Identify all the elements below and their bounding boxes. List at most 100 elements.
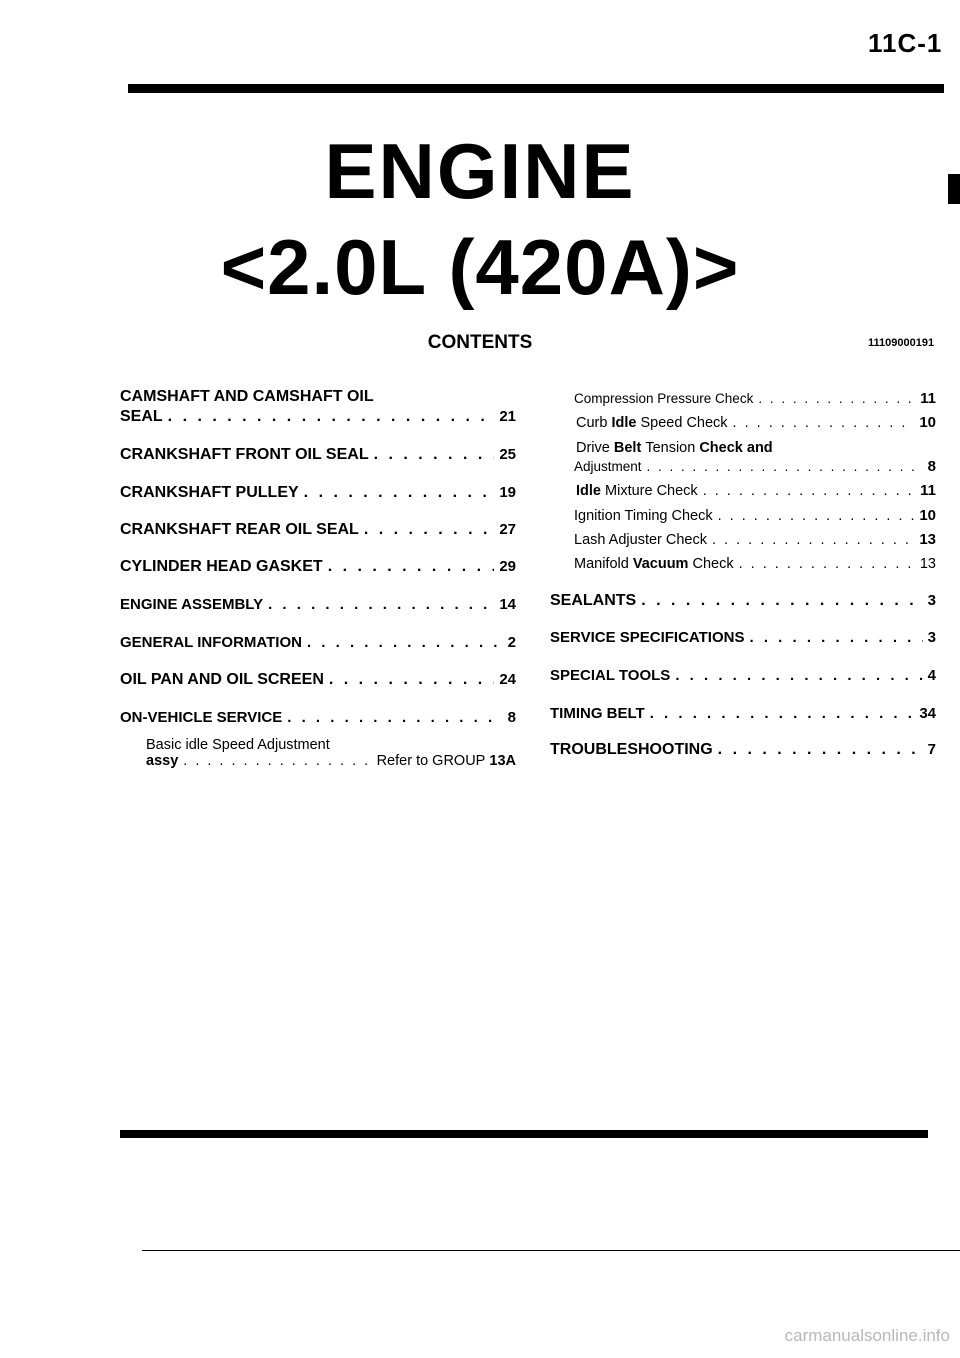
- toc-label-emphasis: Vacuum: [632, 556, 689, 572]
- page-number: 11C-1: [868, 28, 943, 58]
- toc-label: SEALANTS: [550, 592, 637, 609]
- toc-entry-oil-pan-and-oil-screen[interactable]: OIL PAN AND OIL SCREEN 24: [120, 671, 516, 689]
- toc-subentry-ignition-timing-check[interactable]: Ignition Timing Check 10: [574, 507, 936, 524]
- toc-label-emphasis: Belt: [613, 440, 642, 456]
- toc-page-number: 13: [919, 531, 936, 548]
- leader-dots: [703, 483, 915, 499]
- leader-dots: [287, 709, 502, 726]
- leader-dots: [307, 634, 503, 651]
- toc-subentry-drive-belt-title: Drive Belt Tension Check and: [576, 440, 936, 456]
- toc-entry-service-specifications[interactable]: SERVICE SPECIFICATIONS 3: [550, 629, 936, 646]
- toc-subentry-compression-pressure-check[interactable]: Compression Pressure Check 11: [574, 390, 936, 407]
- toc-page-number: 25: [499, 446, 516, 463]
- toc-page-number: 29: [499, 558, 516, 575]
- toc-label: Manifold: [574, 556, 629, 572]
- toc-label: CRANKSHAFT FRONT OIL SEAL: [120, 446, 369, 463]
- leader-dots: [268, 596, 494, 613]
- toc-page-number: 21: [499, 408, 516, 425]
- toc-label: ON-VEHICLE SERVICE: [120, 709, 283, 726]
- toc-page-number: 3: [927, 592, 936, 609]
- toc-label: SPECIAL TOOLS: [550, 667, 671, 684]
- toc-label: Lash Adjuster Check: [574, 532, 707, 548]
- contents-heading: CONTENTS: [427, 332, 533, 353]
- toc-label: TROUBLESHOOTING: [550, 741, 713, 758]
- toc-subentry-lash-adjuster-check[interactable]: Lash Adjuster Check 13: [574, 531, 936, 548]
- toc-entry-camshaft[interactable]: SEAL 21: [120, 408, 516, 426]
- leader-dots: [733, 415, 915, 431]
- toc-entry-engine-assembly[interactable]: ENGINE ASSEMBLY14: [120, 596, 516, 613]
- bottom-rule: [120, 1130, 928, 1138]
- toc-entry-on-vehicle-service[interactable]: ON-VEHICLE SERVICE 8: [120, 709, 516, 726]
- toc-page-number: 10: [919, 414, 936, 431]
- toc-page-number: 8: [507, 709, 516, 726]
- leader-dots: [364, 521, 494, 539]
- toc-label: SEAL: [120, 408, 163, 425]
- toc-label: CYLINDER HEAD GASKET: [120, 558, 323, 575]
- leader-dots: [328, 558, 495, 576]
- toc-label: Adjustment: [574, 459, 642, 474]
- toc-label: GENERAL INFORMATION: [120, 634, 302, 651]
- document-title: ENGINE: [324, 127, 636, 215]
- leader-dots: [168, 408, 495, 426]
- toc-label: Compression Pressure Check: [574, 391, 754, 406]
- toc-label: CRANKSHAFT PULLEY: [120, 484, 299, 501]
- toc-label: CRANKSHAFT REAR OIL SEAL: [120, 521, 359, 538]
- toc-entry-special-tools[interactable]: SPECIAL TOOLS 4: [550, 667, 936, 684]
- leader-dots: [650, 705, 915, 722]
- leader-dots: [718, 741, 923, 759]
- toc-page-number: 2: [507, 634, 516, 651]
- toc-subentry-manifold-vacuum-check[interactable]: Manifold Vacuum Check13: [574, 556, 936, 572]
- toc-label-rest: Tension: [645, 440, 696, 456]
- toc-subentry-idle-mixture-check[interactable]: Idle Mixture Check11: [576, 482, 936, 499]
- toc-page-number: 11: [920, 482, 936, 499]
- toc-label-emphasis: Idle: [611, 415, 637, 431]
- toc-page-number: 10: [919, 507, 936, 524]
- toc-entry-timing-belt[interactable]: TIMING BELT 34: [550, 705, 936, 722]
- toc-label-emphasis: Idle: [576, 483, 601, 499]
- watermark: carmanualsonline.info: [784, 1326, 950, 1345]
- toc-label: Ignition Timing Check: [574, 508, 713, 524]
- toc-label-rest: Check: [692, 556, 734, 572]
- toc-page-number: 11: [920, 390, 936, 407]
- toc-page-number: 4: [927, 667, 936, 684]
- toc-label: Drive: [576, 440, 610, 456]
- footer-rule: [142, 1250, 960, 1251]
- toc-page-number: 8: [927, 458, 936, 475]
- leader-dots: [304, 484, 495, 502]
- toc-subentry-drive-belt-adjustment[interactable]: Adjustment 8: [574, 458, 936, 475]
- toc-label: OIL PAN AND OIL SCREEN: [120, 671, 324, 688]
- toc-label: TIMING BELT: [550, 705, 645, 722]
- toc-page-number: 3: [927, 629, 936, 646]
- toc-label-rest: Speed Check: [640, 415, 728, 431]
- leader-dots: [712, 532, 914, 548]
- toc-page-number: 27: [499, 521, 516, 538]
- toc-reference: Refer to GROUP: [376, 753, 486, 769]
- toc-entry-troubleshooting[interactable]: TROUBLESHOOTING7: [550, 741, 936, 759]
- toc-subentry-basic-idle-title: Basic idle Speed Adjustment: [146, 737, 330, 753]
- leader-dots: [718, 508, 915, 524]
- toc-entry-sealants[interactable]: SEALANTS 3: [550, 592, 936, 610]
- leader-dots: [749, 629, 922, 646]
- toc-entry-cylinder-head-gasket[interactable]: CYLINDER HEAD GASKET 29: [120, 558, 516, 576]
- toc-reference-group: 13A: [489, 753, 516, 769]
- leader-dots: [374, 446, 495, 464]
- toc-entry-general-information[interactable]: GENERAL INFORMATION 2: [120, 634, 516, 651]
- toc-subentry-curb-idle-speed-check[interactable]: Curb Idle Speed Check10: [576, 414, 936, 431]
- toc-entry-camshaft-title: CAMSHAFT AND CAMSHAFT OIL: [120, 388, 374, 405]
- leader-dots: [675, 667, 922, 684]
- toc-subentry-basic-idle[interactable]: assyRefer to GROUP 13A: [146, 753, 516, 769]
- leader-dots: [647, 459, 923, 474]
- toc-entry-crankshaft-pulley[interactable]: CRANKSHAFT PULLEY 19: [120, 484, 516, 502]
- toc-entry-crankshaft-rear-oil-seal[interactable]: CRANKSHAFT REAR OIL SEAL 27: [120, 521, 516, 539]
- toc-label-emphasis: Check and: [699, 440, 773, 456]
- leader-dots: [739, 556, 915, 572]
- leader-dots: [641, 592, 922, 610]
- document-code: 11109000191: [868, 337, 935, 349]
- toc-page-number: 24: [499, 671, 516, 688]
- toc-label: SERVICE SPECIFICATIONS: [550, 629, 745, 646]
- toc-entry-crankshaft-front-oil-seal[interactable]: CRANKSHAFT FRONT OIL SEAL 25: [120, 446, 516, 464]
- toc-page-number: 14: [499, 596, 516, 613]
- toc-page-number: 34: [919, 705, 936, 722]
- toc-page-number: 19: [499, 484, 516, 501]
- leader-dots: [329, 671, 494, 689]
